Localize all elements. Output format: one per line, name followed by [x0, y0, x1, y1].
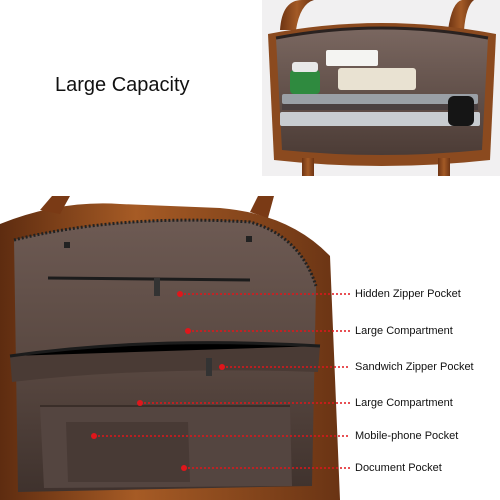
- callout-label-mobile-phone-pocket: Mobile-phone Pocket: [355, 430, 459, 442]
- callout-label-sandwich-zipper-pocket: Sandwich Zipper Pocket: [355, 361, 474, 373]
- callout-dot: [91, 433, 97, 439]
- bag-interior-photo: [0, 196, 340, 500]
- callout-label-large-compartment: Large Compartment: [355, 325, 453, 337]
- bag-contents-photo: [262, 0, 500, 176]
- callout-dot: [219, 364, 225, 370]
- callout-label-document-pocket: Document Pocket: [355, 462, 442, 474]
- callout-dot: [177, 291, 183, 297]
- callout-label-large-compartment-2: Large Compartment: [355, 397, 453, 409]
- callout-dot: [137, 400, 143, 406]
- callout-dot: [185, 328, 191, 334]
- headline: Large Capacity: [55, 74, 190, 96]
- callout-label-hidden-zipper-pocket: Hidden Zipper Pocket: [355, 288, 461, 300]
- callout-dot: [181, 465, 187, 471]
